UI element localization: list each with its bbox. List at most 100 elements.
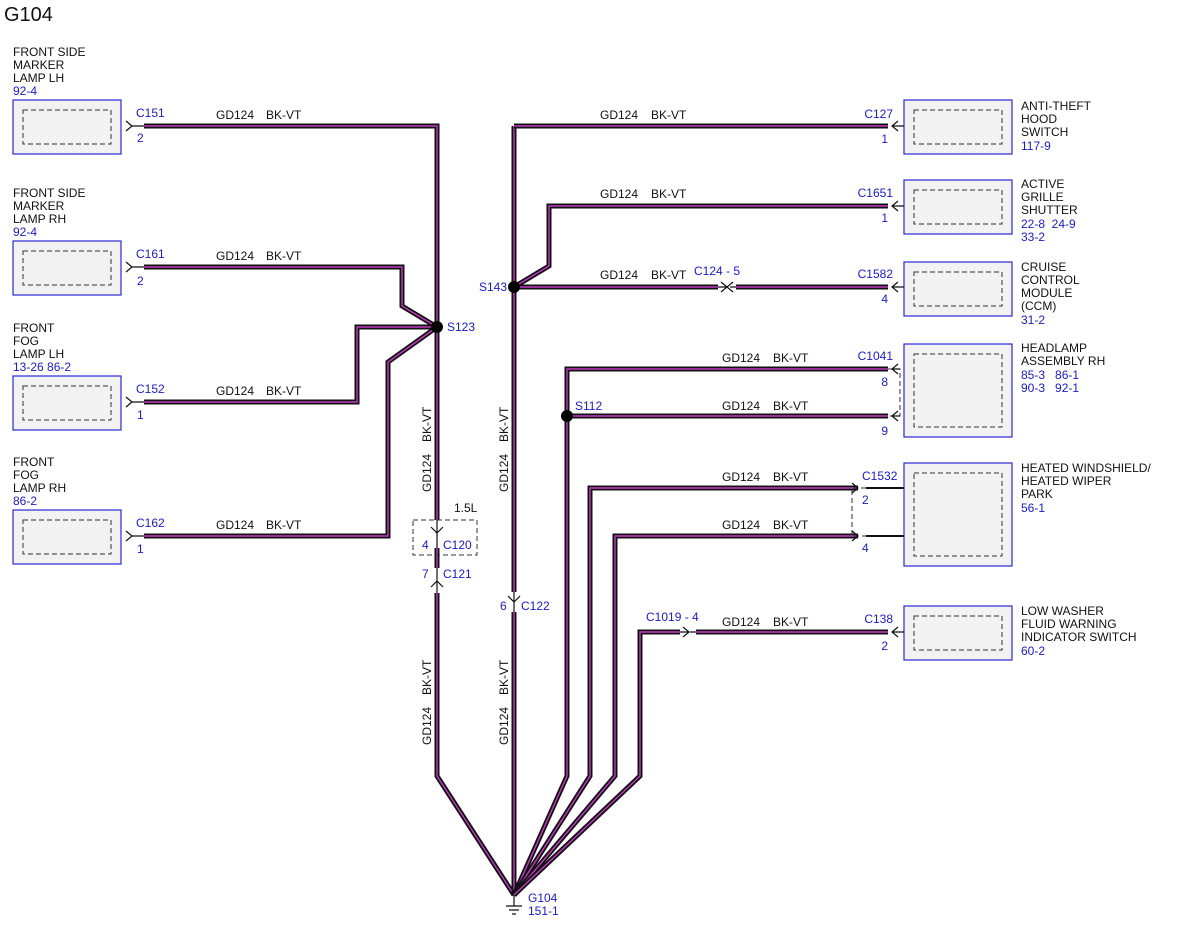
component-inner-outline [913, 109, 1003, 145]
wire-color-label: BK-VT [420, 659, 434, 695]
connector-label[interactable]: C152 [136, 382, 165, 396]
component-box [12, 240, 122, 296]
component-active-grille-shutter[interactable]: ACTIVE GRILLE SHUTTER 22-8 24-9 33-2 C16… [858, 177, 1078, 244]
ground-ref: 151-1 [528, 904, 559, 918]
splice-dot [431, 321, 443, 333]
component-inner-outline [913, 189, 1003, 225]
component-front-fog-lamp-rh[interactable]: FRONT FOG LAMP RH 86-2 C162 1 [12, 455, 165, 565]
component-inner-outline [913, 615, 1003, 651]
connector-arrow-icon [891, 200, 904, 212]
connector-group-outline [888, 368, 901, 417]
component-anti-theft-hood-switch[interactable]: ANTI-THEFT HOOD SWITCH 117-9 C127 1 [864, 99, 1092, 155]
connector-label[interactable]: C1041 [858, 349, 894, 363]
component-name-line: FLUID WARNING [1021, 617, 1117, 631]
component-ref[interactable]: 117-9 [1021, 139, 1051, 153]
component-ref[interactable]: 90-3 92-1 [1021, 381, 1079, 395]
component-ref[interactable]: 86-2 [13, 494, 37, 508]
component-box [903, 261, 1013, 317]
splice-s112[interactable]: S112 [561, 399, 602, 422]
wire-code-label: GD124 [722, 470, 760, 484]
connector-label[interactable]: C127 [864, 107, 893, 121]
connector-label[interactable]: C161 [136, 247, 165, 261]
wire-code-label: GD124 [216, 518, 254, 532]
pin-number: 1 [881, 211, 888, 225]
component-ref[interactable]: 13-26 86-2 [13, 360, 71, 374]
component-front-side-marker-lamp-rh[interactable]: FRONT SIDE MARKER LAMP RH 92-4 C161 2 [12, 186, 165, 296]
connector-arrow-icon [125, 261, 144, 273]
wire-code-label: GD124 [722, 615, 760, 629]
inline-connector-c1019[interactable]: C1019 - 4 [646, 610, 699, 638]
component-box [903, 343, 1013, 438]
splice-s123[interactable]: S123 [431, 320, 475, 334]
component-headlamp-assembly-rh[interactable]: HEADLAMP ASSEMBLY RH 85-3 86-1 90-3 92-1… [858, 341, 1106, 438]
component-inner-outline [913, 353, 1003, 428]
wire-color-label: BK-VT [266, 249, 302, 263]
ground-label: G104 [528, 891, 558, 905]
component-name-line: GRILLE [1021, 190, 1064, 204]
connector-arrow-icon [851, 482, 859, 494]
component-name-line: LAMP RH [13, 212, 66, 226]
component-ref[interactable]: 33-2 [1021, 230, 1045, 244]
pin-number: 8 [881, 375, 888, 389]
component-ref[interactable]: 31-2 [1021, 313, 1045, 327]
pin-number: 6 [500, 599, 507, 613]
component-inner-outline [22, 385, 112, 421]
pin-number: 4 [422, 538, 429, 552]
wires [144, 123, 888, 897]
connector-label[interactable]: C162 [136, 516, 165, 530]
pin-number: 2 [137, 274, 144, 288]
component-name-line: HEATED WINDSHIELD/ [1021, 461, 1151, 475]
connector-label[interactable]: C151 [136, 106, 165, 120]
component-name-line: SWITCH [1021, 125, 1068, 139]
splice-label: S123 [447, 320, 475, 334]
component-ref[interactable]: 22-8 24-9 [1021, 217, 1076, 231]
component-ref[interactable]: 85-3 86-1 [1021, 368, 1079, 382]
component-ref[interactable]: 92-4 [13, 84, 37, 98]
connector-arrow-icon [891, 410, 900, 422]
component-ref[interactable]: 92-4 [13, 225, 37, 239]
connector-arrow-icon [891, 626, 904, 638]
component-ref[interactable]: 60-2 [1021, 644, 1045, 658]
ground-g104[interactable]: G104 151-1 [506, 891, 559, 918]
wire-c161 [144, 264, 439, 330]
inline-connector-c124[interactable]: C124 - 5 [694, 264, 740, 293]
inline-connector-c121[interactable]: 7 C121 [422, 567, 472, 593]
connector-label[interactable]: C1651 [858, 186, 894, 200]
connector-group-outline [412, 519, 478, 556]
component-name-line: HOOD [1021, 112, 1057, 126]
connector-arrow-icon [851, 530, 859, 542]
component-box [12, 509, 122, 565]
component-ref[interactable]: 56-1 [1021, 501, 1045, 515]
splice-s143[interactable]: S143 [479, 280, 520, 294]
connector-arrow-icon [891, 120, 904, 132]
connector-arrow-icon [891, 363, 900, 375]
component-low-washer-fluid-switch[interactable]: LOW WASHER FLUID WARNING INDICATOR SWITC… [864, 604, 1137, 661]
connector-arrow-icon [718, 281, 736, 293]
connector-label[interactable]: C1532 [862, 469, 898, 483]
inline-connector-c120[interactable]: 1.5L 4 C120 [412, 501, 478, 556]
component-box [903, 179, 1013, 235]
component-cruise-control-module[interactable]: CRUISE CONTROL MODULE (CCM) 31-2 C1582 4 [858, 260, 1080, 327]
component-name-line: SHUTTER [1021, 203, 1078, 217]
inline-connector-c122[interactable]: 6 C122 [500, 592, 550, 613]
component-name-line: LOW WASHER [1021, 604, 1104, 618]
wire-code-label: GD124 [600, 108, 638, 122]
connector-label[interactable]: C138 [864, 612, 893, 626]
component-front-fog-lamp-lh[interactable]: FRONT FOG LAMP LH 13-26 86-2 C152 1 [12, 321, 165, 431]
component-heated-windshield-wiper-park[interactable]: HEATED WINDSHIELD/ HEATED WIPER PARK 56-… [851, 461, 1151, 567]
component-name-line: FOG [13, 334, 39, 348]
connector-label[interactable]: C1582 [858, 267, 894, 281]
wire-code-label: GD124 [497, 707, 511, 745]
pin-number: 1 [137, 408, 144, 422]
component-front-side-marker-lamp-lh[interactable]: FRONT SIDE MARKER LAMP LH 92-4 C151 2 [12, 45, 165, 155]
component-name-line: CONTROL [1021, 273, 1080, 287]
diagram-title: G104 [4, 4, 53, 26]
pin-number: 4 [881, 292, 888, 306]
pin-number: 4 [862, 541, 869, 555]
component-name-line: HEATED WIPER [1021, 474, 1112, 488]
wire-code-label: GD124 [722, 518, 760, 532]
component-name-line: MODULE [1021, 286, 1072, 300]
splice-label: S112 [575, 399, 602, 413]
wire-color-label: BK-VT [266, 108, 302, 122]
connector-arrow-icon [680, 626, 696, 638]
